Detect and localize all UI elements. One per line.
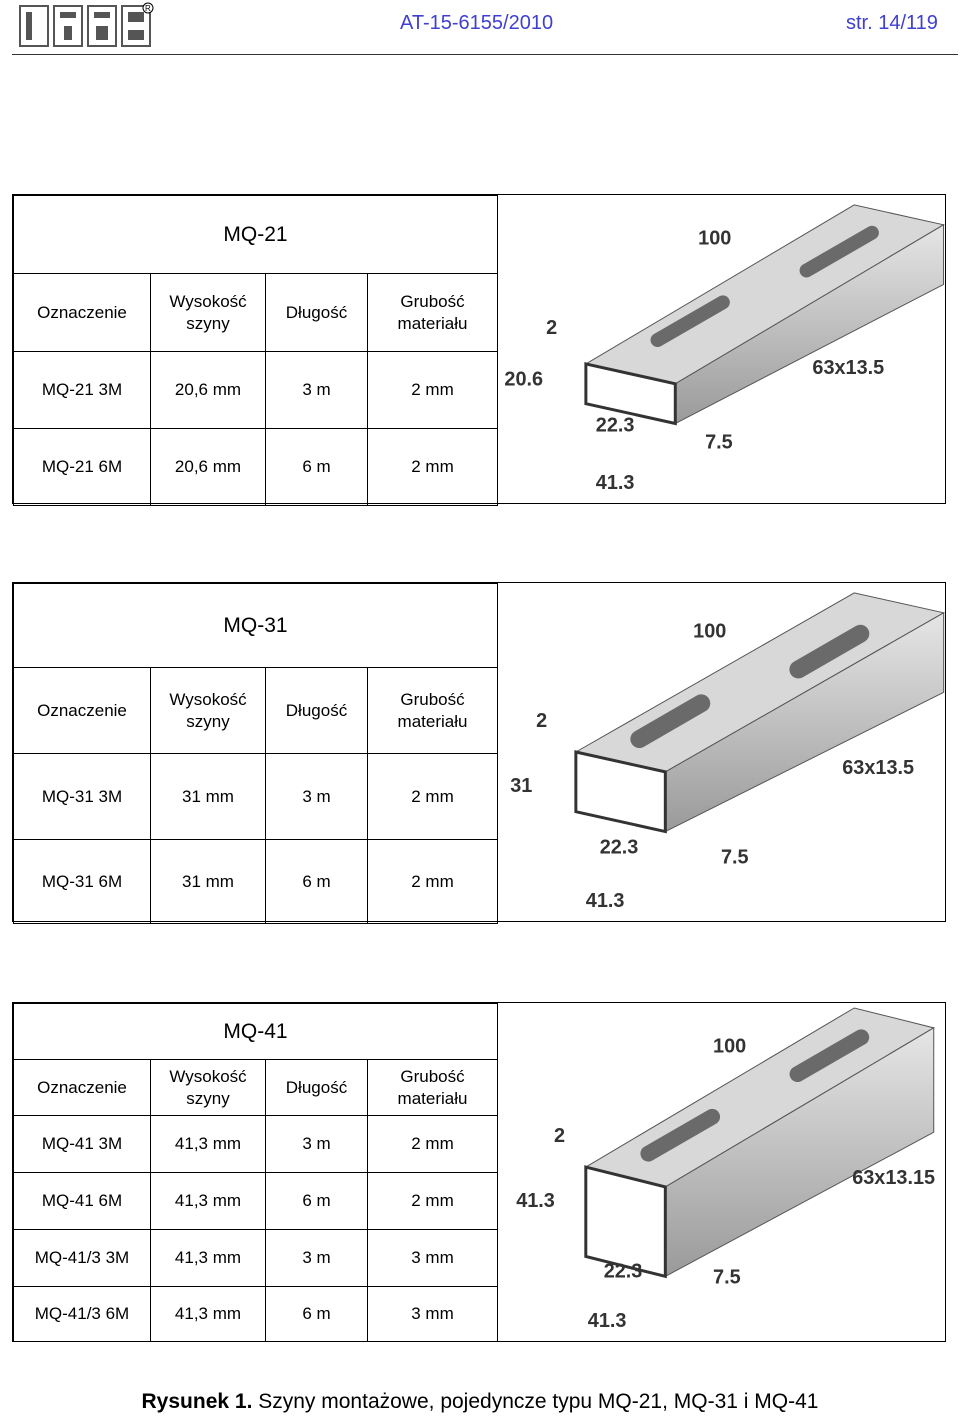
dim-width: 41.3 bbox=[586, 890, 625, 912]
table-row: MQ-31 3M 31 mm 3 m 2 mm bbox=[13, 753, 498, 840]
cell-thickness: 2 mm bbox=[367, 1115, 498, 1173]
dim-height: 20.6 bbox=[504, 369, 543, 391]
dim-thickness: 2 bbox=[536, 710, 547, 732]
dim-slot: 63x13.5 bbox=[812, 357, 884, 379]
header-rule bbox=[12, 54, 958, 55]
cell-designation: MQ-41 3M bbox=[13, 1115, 151, 1173]
cell-length: 6 m bbox=[265, 839, 368, 924]
dim-height: 31 bbox=[510, 775, 532, 797]
rail-illustration: 100 2 31 63x13.5 22.3 7.5 41.3 bbox=[510, 592, 946, 912]
cell-length: 6 m bbox=[265, 1172, 368, 1230]
dim-slot: 63x13.5 bbox=[842, 757, 914, 779]
cell-height: 41,3 mm bbox=[150, 1115, 266, 1173]
caption-text: Szyny montażowe, pojedyncze typu MQ-21, … bbox=[252, 1390, 819, 1413]
dim-width: 41.3 bbox=[596, 472, 635, 494]
rail-drawing-mq31: 100 2 31 63x13.5 22.3 7.5 41.3 bbox=[495, 583, 947, 921]
cell-designation: MQ-31 6M bbox=[13, 839, 151, 924]
cell-length: 3 m bbox=[265, 1115, 368, 1173]
dim-length: 100 bbox=[698, 228, 731, 250]
cell-height: 41,3 mm bbox=[150, 1172, 266, 1230]
header-length: Długość bbox=[265, 273, 368, 352]
cell-length: 6 m bbox=[265, 428, 368, 506]
cell-thickness: 2 mm bbox=[367, 428, 498, 506]
page-header: R AT-15-6155/2010 str. 14/119 bbox=[0, 0, 960, 58]
cell-thickness: 2 mm bbox=[367, 839, 498, 924]
dim-length: 100 bbox=[713, 1036, 746, 1058]
cell-designation: MQ-41/3 6M bbox=[13, 1286, 151, 1342]
dim-width: 41.3 bbox=[588, 1310, 627, 1332]
dim-lip: 7.5 bbox=[705, 431, 733, 453]
header-length: Długość bbox=[265, 1059, 368, 1116]
cell-designation: MQ-41 6M bbox=[13, 1172, 151, 1230]
itb-logo: R bbox=[19, 2, 154, 47]
cell-height: 41,3 mm bbox=[150, 1229, 266, 1287]
table-row: MQ-41/3 3M 41,3 mm 3 m 3 mm bbox=[13, 1229, 498, 1287]
cell-length: 3 m bbox=[265, 1229, 368, 1287]
cell-thickness: 2 mm bbox=[367, 351, 498, 429]
cell-designation: MQ-31 3M bbox=[13, 753, 151, 840]
table-row: MQ-41 3M 41,3 mm 3 m 2 mm bbox=[13, 1115, 498, 1173]
cell-length: 3 m bbox=[265, 351, 368, 429]
document-id: AT-15-6155/2010 bbox=[400, 12, 554, 34]
cell-thickness: 3 mm bbox=[367, 1286, 498, 1342]
header-designation: Oznaczenie bbox=[13, 1059, 151, 1116]
dim-lip: 7.5 bbox=[721, 846, 749, 868]
header-length: Długość bbox=[265, 667, 368, 754]
table-row: MQ-21 3M 20,6 mm 3 m 2 mm bbox=[13, 351, 498, 429]
cell-designation: MQ-21 3M bbox=[13, 351, 151, 429]
dim-thickness: 2 bbox=[554, 1125, 565, 1147]
dim-length: 100 bbox=[693, 621, 726, 643]
dim-opening: 22.3 bbox=[596, 414, 635, 436]
dim-opening: 22.3 bbox=[600, 836, 639, 858]
dim-height: 41.3 bbox=[516, 1190, 555, 1212]
cell-designation: MQ-21 6M bbox=[13, 428, 151, 506]
cell-height: 20,6 mm bbox=[150, 428, 266, 506]
cell-height: 31 mm bbox=[150, 839, 266, 924]
cell-height: 20,6 mm bbox=[150, 351, 266, 429]
rail-drawing-mq21: 100 2 20.6 63x13.5 22.3 7.5 41.3 bbox=[495, 195, 947, 503]
header-designation: Oznaczenie bbox=[13, 667, 151, 754]
table-title: MQ-31 bbox=[13, 583, 498, 668]
table-title: MQ-21 bbox=[13, 195, 498, 274]
header-designation: Oznaczenie bbox=[13, 273, 151, 352]
dim-slot: 63x13.15 bbox=[852, 1167, 935, 1189]
dim-lip: 7.5 bbox=[713, 1266, 741, 1288]
rail-illustration: 100 2 41.3 63x13.15 22.3 7.5 41.3 bbox=[516, 1007, 935, 1332]
table-row: MQ-31 6M 31 mm 6 m 2 mm bbox=[13, 839, 498, 924]
caption-label: Rysunek 1. bbox=[141, 1390, 253, 1413]
rail-illustration: 100 2 20.6 63x13.5 22.3 7.5 41.3 bbox=[504, 204, 945, 494]
table-row: MQ-21 6M 20,6 mm 6 m 2 mm bbox=[13, 428, 498, 506]
figure-caption: Rysunek 1. Szyny montażowe, pojedyncze t… bbox=[0, 1390, 960, 1414]
cell-designation: MQ-41/3 3M bbox=[13, 1229, 151, 1287]
cell-length: 3 m bbox=[265, 753, 368, 840]
dim-opening: 22.3 bbox=[604, 1260, 643, 1282]
cell-length: 6 m bbox=[265, 1286, 368, 1342]
rail-drawing-mq41: 100 2 41.3 63x13.15 22.3 7.5 41.3 bbox=[495, 1003, 947, 1341]
cell-thickness: 3 mm bbox=[367, 1229, 498, 1287]
cell-thickness: 2 mm bbox=[367, 1172, 498, 1230]
table-title: MQ-41 bbox=[13, 1003, 498, 1060]
table-row: MQ-41 6M 41,3 mm 6 m 2 mm bbox=[13, 1172, 498, 1230]
page-number: str. 14/119 bbox=[846, 12, 938, 34]
cell-thickness: 2 mm bbox=[367, 753, 498, 840]
svg-text:R: R bbox=[145, 4, 151, 13]
cell-height: 31 mm bbox=[150, 753, 266, 840]
cell-height: 41,3 mm bbox=[150, 1286, 266, 1342]
table-row: MQ-41/3 6M 41,3 mm 6 m 3 mm bbox=[13, 1286, 498, 1342]
dim-thickness: 2 bbox=[546, 317, 557, 339]
